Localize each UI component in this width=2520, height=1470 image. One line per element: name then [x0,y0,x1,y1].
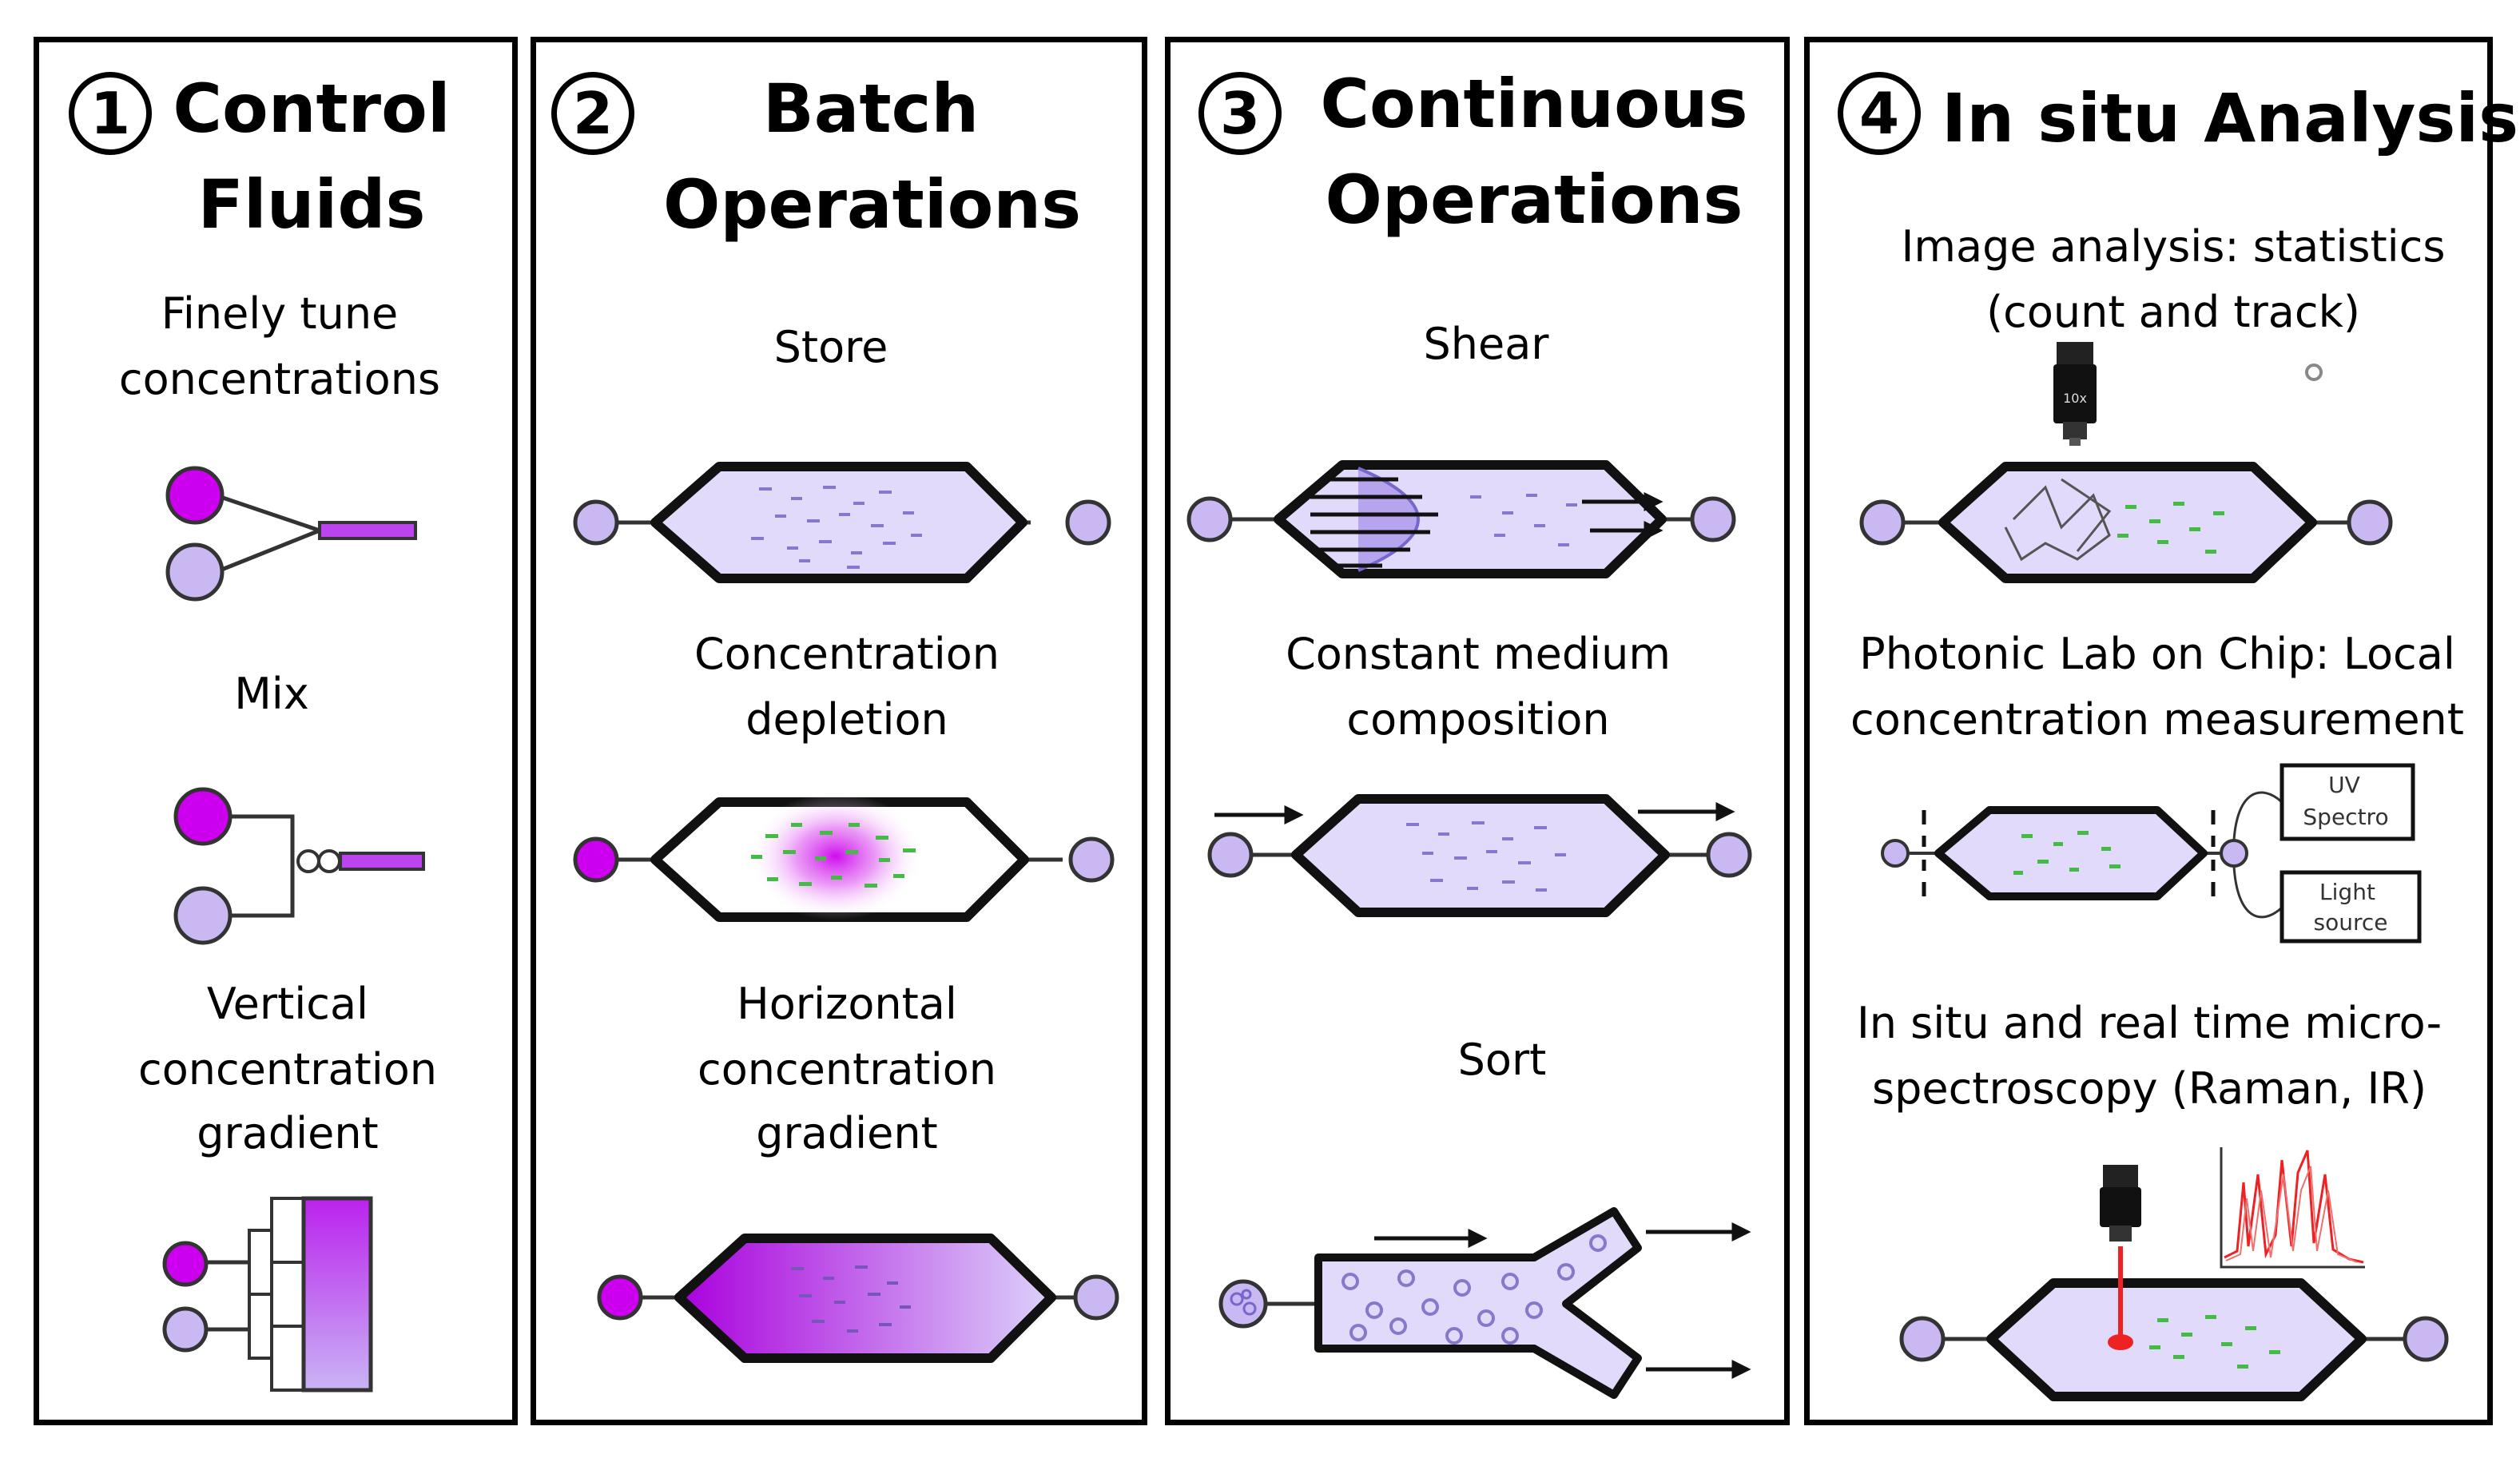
label-constant-medium-2: composition [1346,694,1610,745]
label-store: Store [773,322,888,372]
panel-4-title: In situ Analysis [1942,79,2519,157]
panel-3-number-badge: 3 [1198,72,1282,155]
panel-batch-operations [531,37,1147,1425]
panel-1-title-line-1: Control [173,70,451,148]
label-vertical-gradient-3: gradient [197,1108,379,1158]
panel-3-title-line-2: Operations [1325,161,1743,239]
panel-in-situ-analysis [1804,37,2493,1425]
label-mix: Mix [234,669,309,719]
panel-4-number-badge: 4 [1838,72,1921,155]
label-horizontal-gradient-3: gradient [756,1108,938,1158]
label-shear: Shear [1423,319,1549,369]
panel-3-title-line-1: Continuous [1320,65,1748,143]
panel-1-number-badge: 1 [69,72,152,155]
label-constant-medium-1: Constant medium [1286,629,1671,679]
panel-2-title-line-2: Operations [663,165,1082,244]
label-finely-tune-1: Finely tune [161,288,399,339]
label-micro-spectroscopy-2: spectroscopy (Raman, IR) [1871,1063,2427,1114]
panel-control-fluids [34,37,518,1425]
panel-1-title-line-2: Fluids [197,165,426,244]
label-sort: Sort [1457,1035,1547,1085]
panel-continuous-operations [1165,37,1790,1425]
panel-2-number-badge: 2 [551,72,634,155]
label-vertical-gradient-2: concentration [138,1044,437,1095]
label-horizontal-gradient-2: concentration [698,1044,996,1095]
label-finely-tune-2: concentrations [118,354,441,404]
label-depletion-1: Concentration [694,629,1000,679]
label-depletion-2: depletion [745,694,948,745]
label-photonic-1: Photonic Lab on Chip: Local [1859,629,2455,679]
label-photonic-2: concentration measurement [1850,694,2464,745]
label-image-analysis-1: Image analysis: statistics [1901,221,2446,272]
label-horizontal-gradient-1: Horizontal [737,979,957,1029]
label-image-analysis-2: (count and track) [1986,287,2360,337]
label-micro-spectroscopy-1: In situ and real time micro- [1856,998,2442,1048]
panel-2-title-line-1: Batch [762,70,980,148]
label-vertical-gradient-1: Vertical [206,979,369,1029]
